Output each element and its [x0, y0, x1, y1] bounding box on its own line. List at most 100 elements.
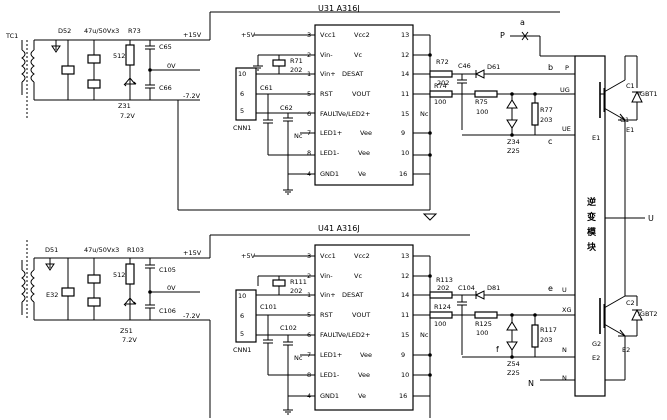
rail-label-0v-bottom: 0V	[167, 284, 176, 292]
conn-pin-6-top: 6	[240, 90, 244, 98]
resistor-label-r74: R74	[434, 82, 447, 90]
pin-3-top: 3	[307, 31, 311, 39]
igbt2-e-label: E2	[622, 346, 630, 354]
pin-8-top: 8	[307, 149, 311, 157]
pin-label-u: U	[562, 286, 567, 294]
pin-label-ug-top: UG	[560, 86, 570, 94]
zener-z51	[123, 284, 137, 308]
resistor-r75	[474, 90, 498, 98]
pin-6-name-top: FAULT	[320, 110, 339, 118]
cap-label-c46: C46	[458, 62, 471, 70]
cap-label-c65: C65	[159, 43, 172, 51]
resistor-value-r124: 100	[434, 320, 446, 328]
transformer-primary-bottom	[21, 269, 26, 303]
pin-6-name-bottom: FAULT	[320, 331, 339, 339]
igbt2-label: IGBT2	[638, 310, 658, 318]
zener-label-z31: Z31	[118, 102, 131, 110]
resistor-label-r113: R113	[436, 276, 453, 284]
resistor-r77	[531, 102, 539, 126]
igbt2: C2 G2 E2 IGBT2	[592, 218, 658, 380]
ic-u31-right-pins: Vcc2 13 Vc 12 DESAT 14 VOUT 11 Ve/LED2+ …	[338, 31, 409, 178]
electrolytic-cap-bottom-2	[87, 274, 101, 284]
resistor-label-r73: R73	[128, 27, 141, 35]
electrolytic-cap-bottom-3	[87, 297, 101, 307]
resistor-r113	[429, 291, 453, 299]
nc-label-pin7-bottom: Nc	[294, 354, 303, 362]
rail-label-plus15-bottom: +15V	[183, 249, 202, 257]
diode-d81	[474, 290, 485, 300]
pin-11-name-top: VOUT	[352, 90, 370, 98]
diode-label-d81: D81	[487, 284, 500, 292]
resistor-label-r77: R77	[540, 106, 553, 114]
nc-label-pin15-top: Nc	[420, 110, 429, 118]
pin-10-bottom: 10	[401, 371, 409, 379]
ic-title-u41: U41 A316J	[318, 224, 360, 233]
zener-label-z51: Z51	[120, 327, 133, 335]
resistor-value-r72: 202	[437, 79, 449, 87]
pin-11-name-bottom: VOUT	[352, 311, 370, 319]
module-label-char-4: 块	[587, 241, 597, 253]
pin-14-name-bottom: DESAT	[342, 291, 363, 299]
zener-voltage-top: 7.2V	[120, 112, 135, 120]
node-label-e: e	[548, 284, 553, 293]
pin-10-top: 10	[401, 149, 409, 157]
pin-9-top: 9	[401, 129, 405, 137]
pin-2-name-top: Vin-	[320, 51, 333, 59]
node-label-n: N	[528, 379, 534, 388]
ic-u41-right-pins: Vcc2 13 Vc 12 DESAT 14 VOUT 11 Ve/LED2+ …	[338, 252, 409, 400]
resistor-value-r77: 203	[540, 116, 552, 124]
pin-13-name-bottom: Vcc2	[354, 252, 370, 260]
module-label-char-3: 模	[587, 226, 597, 238]
electrolytic-cap-top-2	[87, 54, 101, 64]
conn-pin-10-bottom: 10	[238, 292, 246, 300]
igbt2-c-label: C2	[626, 299, 635, 307]
pin-10-name-bottom: Vee	[358, 371, 370, 379]
resistor-r103	[125, 263, 135, 285]
electrolytic-cap-bottom-1	[61, 287, 75, 297]
cap-label-c101: C101	[260, 303, 277, 311]
zener-pair-z54	[506, 321, 518, 351]
resistor-value-r125: 100	[476, 329, 488, 337]
vcc-label-bottom: +5V	[241, 252, 256, 260]
pin-8-name-top: LED1-	[320, 149, 340, 157]
resistor-r125	[474, 311, 498, 319]
ic-title-u31: U31 A316J	[318, 4, 360, 13]
transformer-primary-top	[21, 49, 26, 83]
pin-3-name-bottom: Vcc1	[320, 252, 336, 260]
pin-label-xg: XG	[562, 306, 572, 314]
igbt1-label: IGBT1	[638, 90, 658, 98]
resistor-r71	[272, 59, 286, 67]
pin-12-top: 12	[401, 51, 409, 59]
cap-label-c62: C62	[280, 104, 293, 112]
pin-12-name-bottom: Vc	[354, 272, 362, 280]
resistor-r72	[429, 70, 453, 78]
module-label-char-2: 变	[587, 211, 596, 223]
pin-7-name-bottom: LED1+	[320, 351, 342, 359]
conn-pin-6-bottom: 6	[240, 312, 244, 320]
pin-2-name-bottom: Vin-	[320, 272, 333, 280]
node-label-f: f	[496, 345, 499, 354]
resistor-label-r71: R71	[290, 57, 303, 65]
pin-15-name-bottom: Ve/LED2+	[338, 331, 370, 339]
cap-label-e32: E32	[46, 291, 58, 299]
pin-6-top: 6	[307, 110, 311, 118]
pin-4-name-bottom: GND1	[320, 392, 339, 400]
resistor-value-r113: 202	[437, 284, 449, 292]
cap-label-c106: C106	[159, 307, 176, 315]
rail-label-minus72-top: -7.2V	[183, 92, 201, 100]
resistor-value-r75: 100	[476, 108, 488, 116]
pin-11-bottom: 11	[401, 311, 409, 319]
pin-1-name-top: Vin+	[320, 70, 336, 78]
zener-label-z34: Z34	[507, 138, 520, 146]
vcc-label-top: +5V	[241, 31, 256, 39]
resistor-value-r111: 202	[290, 287, 302, 295]
conn-pin-10-top: 10	[238, 70, 246, 78]
resistor-r73	[125, 44, 135, 66]
module-label-char-1: 逆	[587, 196, 596, 208]
node-label-p: P	[500, 31, 505, 40]
pin-14-name-top: DESAT	[342, 70, 363, 78]
igbt1-c-label: C1	[626, 82, 635, 90]
zener-z31	[123, 65, 137, 88]
pin-4-name-top: GND1	[320, 170, 339, 178]
rail-label-plus15-top: +15V	[183, 31, 202, 39]
